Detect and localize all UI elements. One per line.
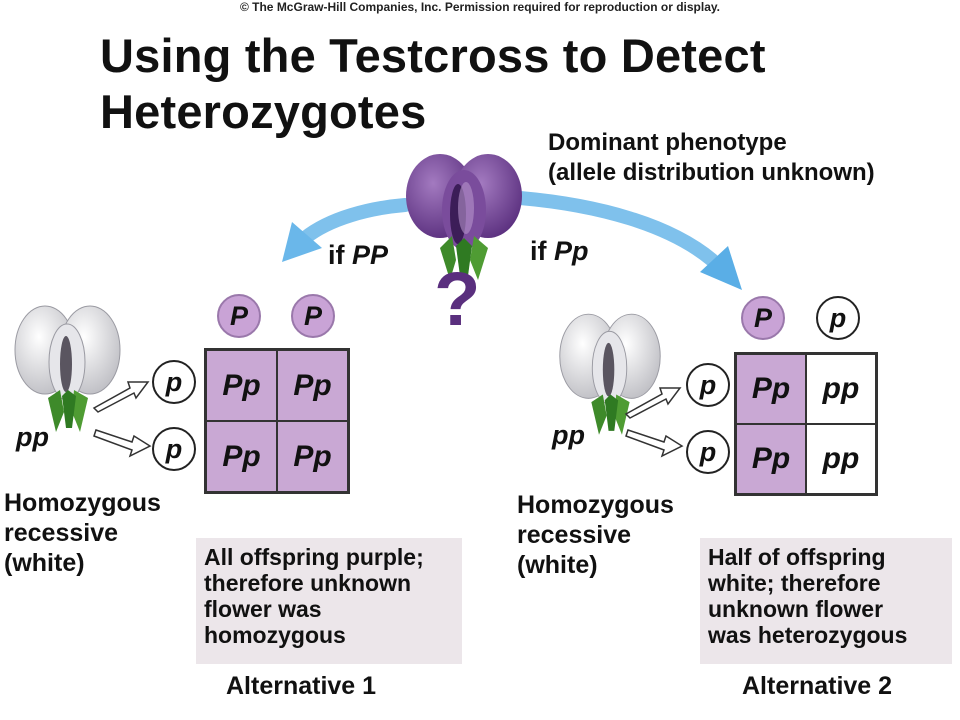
punnett-cell: Pp: [206, 421, 277, 492]
title-line-1: Using the Testcross to Detect: [100, 29, 766, 82]
alternative-1-label: Alternative 1: [226, 672, 377, 700]
arrow-left-icon: [282, 198, 412, 262]
left-if-prefix: if: [328, 240, 352, 270]
right-top-gamete-2: p: [816, 296, 860, 340]
right-homo-line-3: (white): [517, 551, 598, 579]
right-homozygous-label: Homozygous recessive (white): [517, 490, 674, 580]
arrow-icon: [624, 387, 682, 419]
alternative-2-label: Alternative 2: [742, 672, 893, 700]
note-line: homozygous: [204, 622, 346, 648]
note-line: unknown flower: [708, 596, 884, 622]
left-parent-genotype: pp: [16, 422, 49, 452]
right-gamete-arrows: [624, 387, 684, 458]
left-homozygous-label: Homozygous recessive (white): [4, 488, 161, 578]
right-top-gamete-1: P: [741, 296, 785, 340]
copyright-notice: © The McGraw-Hill Companies, Inc. Permis…: [239, 0, 721, 14]
right-parent-genotype: pp: [552, 420, 585, 450]
punnett-cell: Pp: [277, 421, 348, 492]
dominant-line-1: Dominant phenotype: [548, 129, 787, 156]
punnett-cell: Pp: [206, 350, 277, 421]
left-if-label: if PP: [328, 240, 388, 271]
note-line: All offspring purple;: [204, 544, 424, 570]
dominant-phenotype-label: Dominant phenotype (allele distribution …: [548, 128, 875, 188]
right-punnett-square: Pp pp Pp pp: [734, 352, 878, 496]
left-gamete-arrows: [92, 381, 152, 458]
arrow-icon: [625, 429, 684, 458]
page-title: Using the Testcross to Detect Heterozygo…: [100, 28, 766, 140]
left-homo-line-1: Homozygous: [4, 489, 161, 517]
note-line: white; therefore: [708, 570, 881, 596]
arrow-icon: [92, 381, 150, 413]
punnett-cell: pp: [806, 354, 876, 424]
left-side-gamete-2: p: [152, 427, 196, 471]
right-conclusion-note: Half of offspring white; therefore unkno…: [700, 538, 952, 664]
left-homo-line-2: recessive: [4, 519, 119, 547]
arrow-icon: [93, 429, 152, 458]
title-line-2: Heterozygotes: [100, 85, 427, 138]
right-if-genotype: Pp: [554, 236, 589, 266]
right-homo-line-1: Homozygous: [517, 491, 674, 519]
right-if-label: if Pp: [530, 236, 589, 267]
left-punnett-square: Pp Pp Pp Pp: [204, 348, 350, 494]
question-mark: ?: [434, 257, 481, 342]
right-side-gamete-2: p: [686, 430, 730, 474]
punnett-cell: pp: [806, 424, 876, 494]
right-homo-line-2: recessive: [517, 521, 632, 549]
note-line: Half of offspring: [708, 544, 886, 570]
punnett-cell: Pp: [277, 350, 348, 421]
purple-flower-icon: [406, 154, 522, 280]
white-flower-right-icon: [559, 313, 661, 435]
left-conclusion-note: All offspring purple; therefore unknown …: [196, 538, 462, 664]
arrow-right-icon: [513, 191, 742, 290]
left-side-gamete-1: p: [152, 360, 196, 404]
punnett-cell: Pp: [736, 424, 806, 494]
white-flower-left-icon: [14, 305, 121, 432]
left-if-genotype: PP: [352, 240, 389, 270]
note-line: therefore unknown: [204, 570, 412, 596]
right-side-gamete-1: p: [686, 363, 730, 407]
note-line: was heterozygous: [708, 622, 908, 648]
note-line: flower was: [204, 596, 322, 622]
left-top-gamete-1: P: [217, 294, 261, 338]
right-if-prefix: if: [530, 236, 554, 266]
dominant-line-2: (allele distribution unknown): [548, 159, 875, 186]
left-top-gamete-2: P: [291, 294, 335, 338]
left-homo-line-3: (white): [4, 549, 85, 577]
punnett-cell: Pp: [736, 354, 806, 424]
